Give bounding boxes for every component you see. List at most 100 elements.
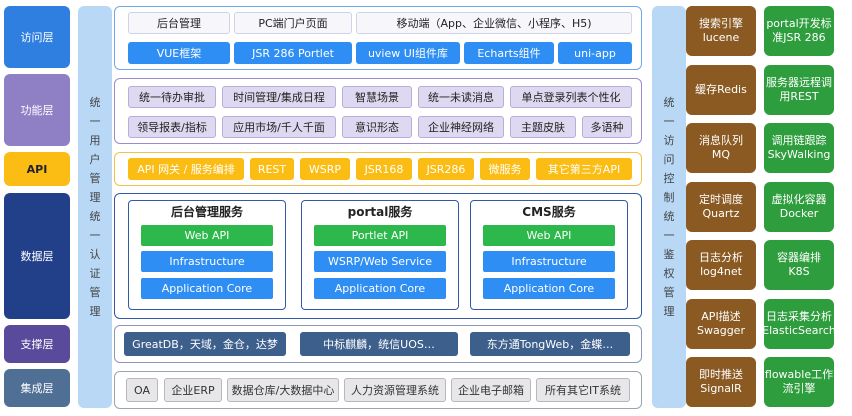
access-pc-portal: PC端门户页面 bbox=[234, 12, 352, 34]
func-unread-msg: 统一未读消息 bbox=[418, 86, 504, 108]
left-bar-char: 管 bbox=[89, 172, 101, 185]
tile-portal-standard-line-1: portal开发标 bbox=[766, 17, 832, 30]
right-bar-char: 制 bbox=[663, 191, 675, 204]
layer-integration: 集成层 bbox=[4, 369, 70, 407]
left-bar-char: 户 bbox=[89, 153, 101, 166]
left-bar-char: 理 bbox=[89, 191, 101, 204]
service-cms-row-1: Web API bbox=[483, 225, 615, 246]
left-bar-char: 证 bbox=[89, 267, 101, 280]
unified-access-control-bar: 统一访问控制统一鉴权管理 bbox=[652, 6, 686, 408]
tile-message-queue-line-1: 消息队列 bbox=[699, 134, 743, 147]
api-gateway: API 网关 / 服务编排 bbox=[128, 158, 244, 180]
right-bar-char: 问 bbox=[663, 153, 675, 166]
integration-email: 企业电子邮箱 bbox=[451, 378, 531, 402]
tile-trace-line-2: SkyWalking bbox=[767, 148, 831, 161]
service-portal-row-2: WSRP/Web Service bbox=[314, 251, 446, 272]
tile-cache-redis-line-1: 缓存Redis bbox=[695, 82, 747, 96]
tile-orchestration-line-1: 容器编排 bbox=[777, 251, 821, 264]
tile-cache-redis: 缓存Redis bbox=[686, 64, 756, 115]
right-bar-char: 鉴 bbox=[663, 248, 675, 261]
tile-push-line-1: 即时推送 bbox=[699, 368, 743, 381]
api-jsr286: JSR286 bbox=[418, 158, 474, 180]
service-cms: CMS服务 Web API Infrastructure Application… bbox=[470, 200, 628, 310]
service-backend-row-1: Web API bbox=[141, 225, 273, 246]
right-bar-char: 权 bbox=[663, 267, 675, 280]
func-sso-list: 单点登录列表个性化 bbox=[510, 86, 632, 108]
right-bar-char: 一 bbox=[663, 115, 675, 128]
left-bar-char: 统 bbox=[89, 96, 101, 109]
right-bar-char: 一 bbox=[663, 229, 675, 242]
right-bar-char: 管 bbox=[663, 286, 675, 299]
tile-trace-line-1: 调用链跟踪 bbox=[771, 134, 827, 147]
support-middleware: 东方通TongWeb，金蝶… bbox=[470, 332, 630, 356]
service-portal-row-1: Portlet API bbox=[314, 225, 446, 246]
integration-oa: OA bbox=[126, 378, 158, 402]
right-bar-char: 统 bbox=[663, 96, 675, 109]
tile-api-doc-line-1: API描述 bbox=[701, 309, 741, 323]
tile-remote-call: 服务器远程调用REST bbox=[764, 64, 834, 115]
tile-log-analysis-line-2: log4net bbox=[700, 265, 742, 278]
tile-container-line-2: Docker bbox=[779, 206, 819, 220]
integration-other-it: 所有其它IT系统 bbox=[536, 378, 630, 402]
tile-push-line-2: SignalR bbox=[700, 382, 742, 395]
tile-search-engine-line-1: 搜索引擎 bbox=[699, 17, 743, 30]
left-bar-char: 一 bbox=[89, 115, 101, 128]
tile-api-doc-line-2: Swagger bbox=[697, 323, 745, 337]
access-mobile: 移动端（App、企业微信、小程序、H5) bbox=[356, 12, 632, 34]
access-jsr286: JSR 286 Portlet bbox=[234, 42, 352, 64]
unified-user-auth-bar: 统一用户管理统一认证管理 bbox=[78, 6, 112, 408]
access-backend: 后台管理 bbox=[128, 12, 230, 34]
service-portal: portal服务 Portlet API WSRP/Web Service Ap… bbox=[301, 200, 459, 310]
layer-access: 访问层 bbox=[4, 6, 70, 68]
api-microservice: 微服务 bbox=[480, 158, 530, 180]
tile-workflow-line-2: 流引擎 bbox=[782, 382, 816, 395]
tile-workflow: flowable工作流引擎 bbox=[764, 357, 834, 407]
tile-search-engine-line-2: lucene bbox=[702, 31, 740, 44]
tile-portal-standard-line-2: 准JSR 286 bbox=[772, 31, 826, 44]
access-vue: VUE框架 bbox=[128, 42, 230, 64]
right-bar-char: 访 bbox=[663, 134, 675, 147]
func-multi-language: 多语种 bbox=[582, 116, 632, 138]
left-bar-char: 统 bbox=[89, 210, 101, 223]
integration-erp: 企业ERP bbox=[164, 378, 222, 402]
support-os: 中标麒麟，统信UOS… bbox=[300, 332, 458, 356]
service-portal-row-3: Application Core bbox=[314, 278, 446, 299]
right-bar-char: 统 bbox=[663, 210, 675, 223]
tile-log-collect-line-2: ElasticSearch bbox=[762, 323, 836, 337]
left-bar-char: 一 bbox=[89, 229, 101, 242]
service-cms-title: CMS服务 bbox=[522, 205, 576, 219]
service-backend-row-3: Application Core bbox=[141, 278, 273, 299]
service-cms-row-2: Infrastructure bbox=[483, 251, 615, 272]
service-backend: 后台管理服务 Web API Infrastructure Applicatio… bbox=[128, 200, 286, 310]
access-uview: uview UI组件库 bbox=[356, 42, 460, 64]
integration-hr: 人力资源管理系统 bbox=[344, 378, 446, 402]
func-smart-scene: 智慧场景 bbox=[342, 86, 412, 108]
left-bar-char: 理 bbox=[89, 305, 101, 318]
func-ideology: 意识形态 bbox=[342, 116, 412, 138]
api-third-party: 其它第三方API bbox=[536, 158, 632, 180]
api-jsr168: JSR168 bbox=[356, 158, 412, 180]
layer-data: 数据层 bbox=[4, 193, 70, 319]
access-echarts: Echarts组件 bbox=[464, 42, 554, 64]
tile-orchestration-line-2: K8S bbox=[788, 265, 810, 278]
right-bar-char: 理 bbox=[663, 305, 675, 318]
tile-remote-call-line-1: 服务器远程调 bbox=[766, 75, 832, 89]
api-rest: REST bbox=[250, 158, 294, 180]
support-database: GreatDB，天域，金仓，达梦 bbox=[124, 332, 286, 356]
func-leader-report: 领导报表/指标 bbox=[128, 116, 216, 138]
func-todo-approval: 统一待办审批 bbox=[128, 86, 216, 108]
service-backend-title: 后台管理服务 bbox=[170, 205, 243, 219]
service-cms-row-3: Application Core bbox=[483, 278, 615, 299]
access-uniapp: uni-app bbox=[558, 42, 632, 64]
integration-data-warehouse: 数据仓库/大数据中心 bbox=[227, 378, 339, 402]
